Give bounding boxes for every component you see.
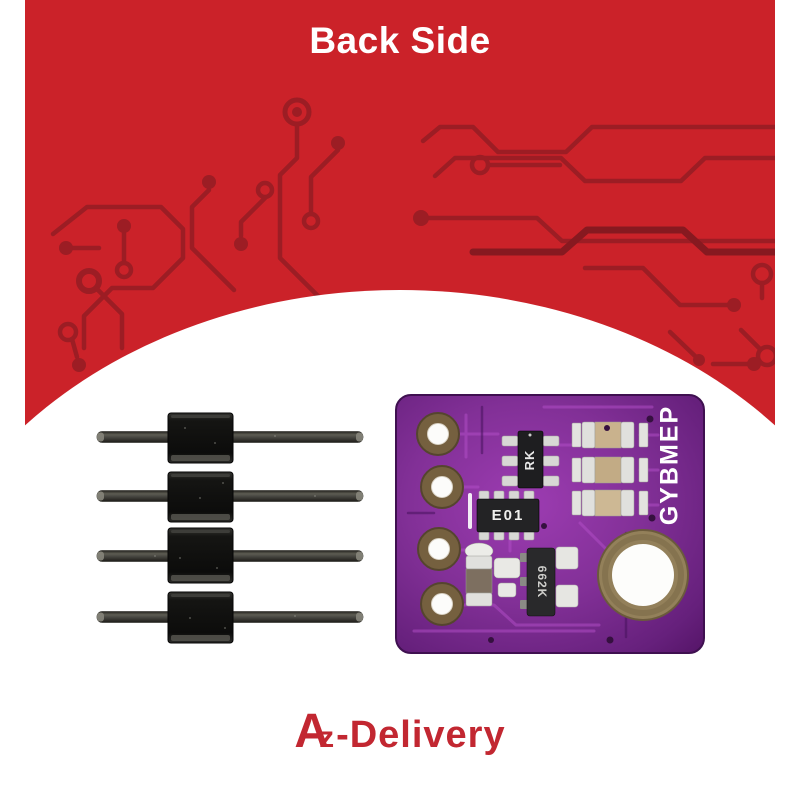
pcb-module-photo: RK E01 662K xyxy=(395,394,705,654)
chip-rk-marking: RK xyxy=(522,450,537,471)
chip-rk: RK xyxy=(501,430,560,489)
chip-662k-marking: 662K xyxy=(535,566,549,599)
silkscreen-text: GYBMEP xyxy=(656,405,684,525)
vias xyxy=(488,415,656,644)
circuit-pattern xyxy=(50,97,775,372)
chip-662k: 662K xyxy=(520,546,579,617)
chip-capacitors-right xyxy=(571,421,649,517)
logo-letter-a: A xyxy=(294,705,330,758)
logo-letter-z: z xyxy=(319,721,335,754)
page-title: Back Side xyxy=(309,20,491,61)
chip-e01: E01 xyxy=(476,490,540,541)
chip-capacitor-bottom-left xyxy=(464,542,521,607)
logo-wordmark: -Delivery xyxy=(336,714,506,756)
pin-header-photo xyxy=(96,412,364,644)
header-plastic-blocks xyxy=(154,412,316,644)
chip-e01-marking: E01 xyxy=(492,507,525,524)
large-round-pad xyxy=(597,529,689,621)
silkscreen-line xyxy=(468,493,472,529)
through-hole-pads xyxy=(416,412,464,626)
